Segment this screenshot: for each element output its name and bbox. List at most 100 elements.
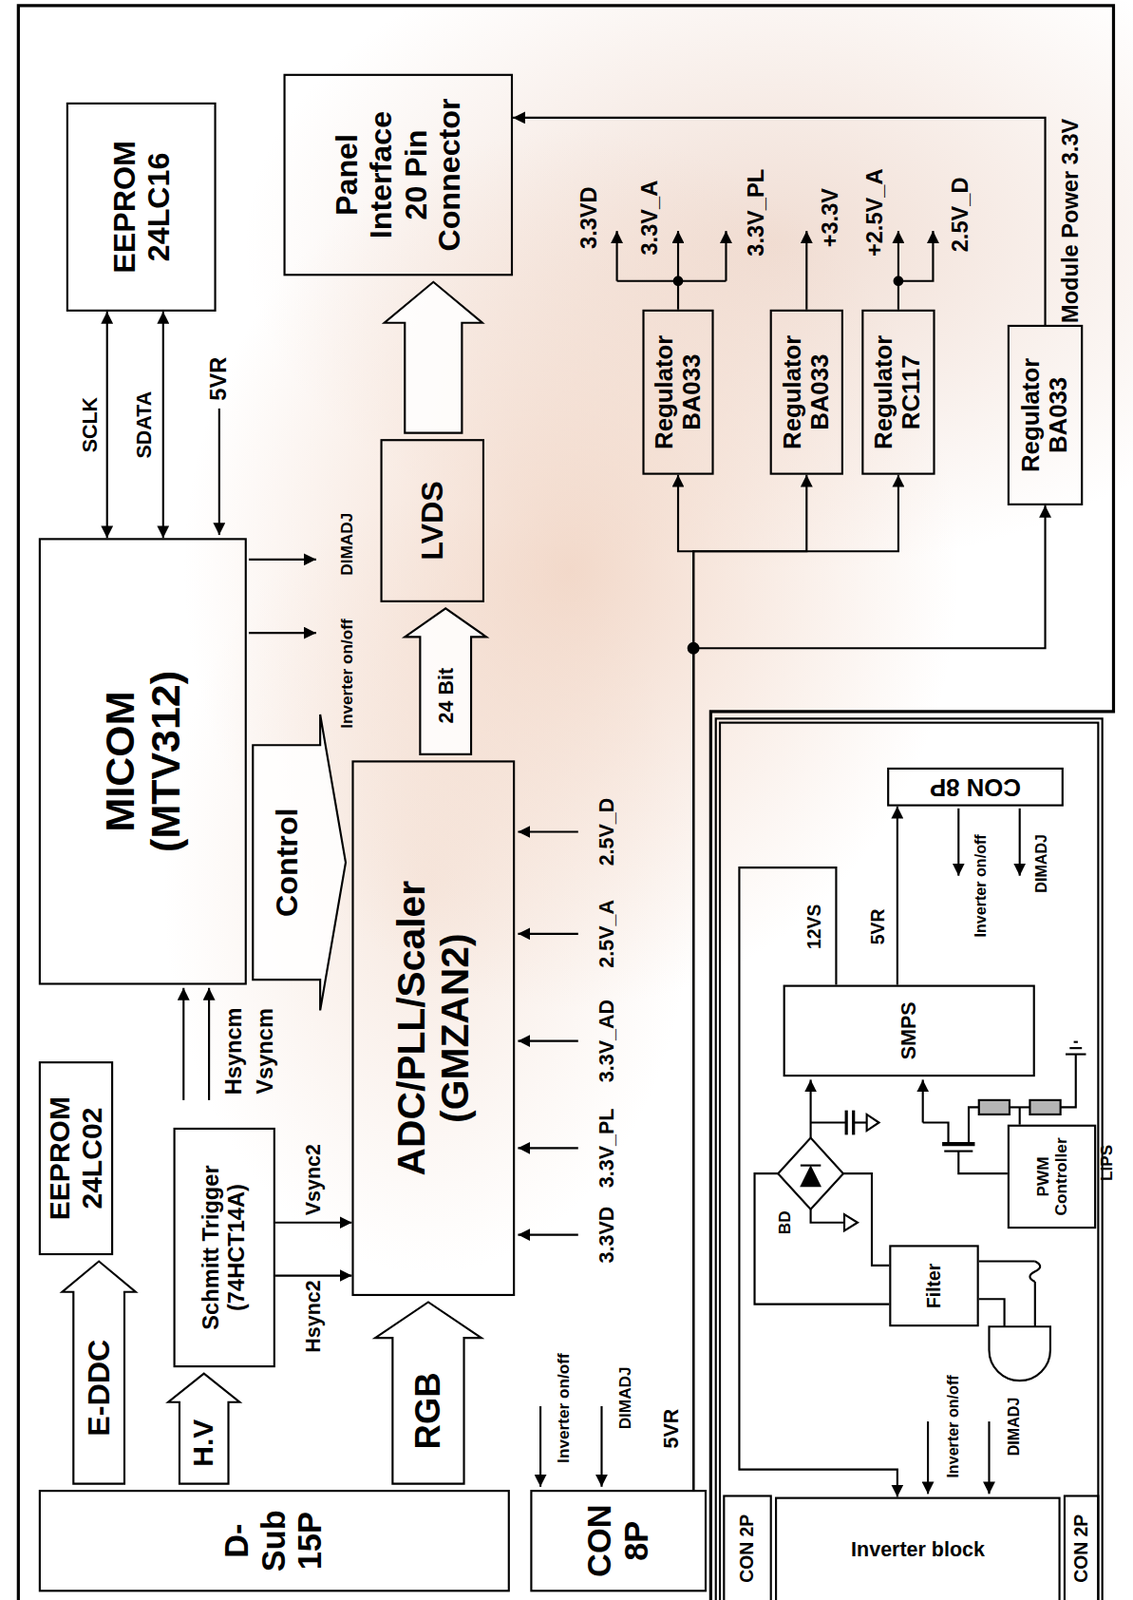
box-text: EEPROM 24LC16 (107, 109, 176, 304)
pwm-box: PWM Controller (1007, 1124, 1096, 1229)
connector-box: D-Sub 15P (38, 1489, 510, 1591)
box-text: CON 2P (1071, 1513, 1093, 1583)
capacitor-symbol (845, 1110, 849, 1135)
box-text: PWM Controller (1033, 1133, 1070, 1219)
block-arrow (404, 607, 487, 755)
capacitor-wire (853, 1120, 868, 1123)
ac-wire (1034, 1281, 1037, 1326)
ac-wire (843, 1172, 889, 1266)
scaler-box: ADC/PLL/Scaler (GMZAN2) (351, 759, 515, 1296)
box-text: SMPS (897, 1000, 921, 1059)
box-text: CON 8P (929, 773, 1021, 801)
regulator-box: Regulator BA033 (642, 309, 714, 475)
signal-label: Inverter on/off (338, 618, 357, 728)
signal-label: 2.5V_D (947, 177, 973, 253)
signal-label: 3.3V_A (638, 180, 663, 256)
panel-connector-box: Panel Interface 20 Pin Connector (283, 74, 513, 277)
ac-wire (979, 1259, 1036, 1262)
power-arrow (517, 1039, 578, 1042)
ac-wire (979, 1298, 1005, 1326)
signal-label: 2.5V_A (595, 899, 619, 968)
signal-arrow (248, 631, 317, 634)
power-arrow (897, 230, 900, 310)
box-text: Filter (924, 1263, 945, 1308)
resistor-symbol (1029, 1099, 1060, 1115)
connector-wire (106, 311, 109, 538)
fuse-symbol (1029, 1261, 1040, 1282)
box-text: CON 2P (736, 1513, 758, 1583)
ground-symbol (1074, 1040, 1078, 1043)
box-text: Regulator BA033 (650, 316, 706, 468)
edge-label: SDATA (132, 391, 156, 459)
power-arrow (898, 230, 934, 282)
ground-wire (811, 1208, 845, 1223)
connector-wire (693, 474, 899, 1490)
ground-symbol (1065, 1052, 1086, 1055)
transistor-symbol (942, 1141, 975, 1146)
power-arrow (517, 932, 578, 935)
edge-label: Module Power 3.3V (1057, 118, 1083, 323)
signal-label: Inverter on/off (944, 1374, 963, 1477)
frame-outline (18, 5, 1114, 1600)
connector-box: CON 2P (722, 1493, 773, 1600)
signal-label: BD (775, 1209, 794, 1234)
power-arrow (616, 230, 619, 282)
signal-label: DIMADJ (1005, 1397, 1023, 1456)
box-text: Panel Interface 20 Pin Connector (329, 93, 467, 257)
lvds-box: LVDS (379, 438, 485, 603)
signal-label: 5VR (660, 1408, 683, 1449)
ground-symbol (844, 1213, 858, 1230)
box-text: ADC/PLL/Scaler (GMZAN2) (390, 854, 477, 1202)
filter-box: Filter (888, 1244, 979, 1326)
smps-box: SMPS (783, 984, 1036, 1077)
block-arrow (252, 714, 346, 1010)
signal-label: 3.3VD (595, 1206, 619, 1264)
signal-arrow (1019, 808, 1021, 876)
signal-arrow (539, 1405, 542, 1487)
power-arrow (677, 230, 680, 310)
power-arrow (517, 1146, 578, 1149)
signal-arrow (182, 987, 185, 1100)
block-arrow (61, 1261, 135, 1484)
signal-label: +2.5V_A (862, 168, 888, 257)
signal-label: Inverter on/off (554, 1352, 573, 1462)
edge-label: Control (269, 807, 303, 917)
gate-wire (958, 1151, 1008, 1174)
ac-wire (755, 1172, 890, 1303)
power-arrow (805, 230, 808, 310)
junction-dot (894, 276, 904, 285)
signal-label: 3.3V_PL (744, 169, 770, 257)
box-text: D-Sub 15P (219, 1496, 329, 1585)
box-text: Schmitt Trigger (74HCT14A) (199, 1133, 250, 1360)
signal-label: DIMADJ (338, 512, 357, 576)
eeprom-box: EEPROM 24LC16 (66, 102, 217, 312)
signal-label: Hsyncm (222, 1006, 247, 1095)
block-arrow (375, 1301, 482, 1483)
signal-label: 5VR (207, 357, 232, 401)
block-arrow (168, 1373, 240, 1484)
edge-label: SCLK (78, 396, 102, 453)
signal-arrow (926, 1420, 929, 1493)
power-arrow (517, 830, 578, 832)
box-text: Regulator BA033 (778, 316, 834, 468)
diode-symbol (801, 1167, 820, 1186)
dc-wire (922, 1078, 925, 1122)
connector-wire (693, 505, 1045, 1490)
signal-label: Vsyncm (252, 1007, 278, 1095)
junction-dot (674, 276, 683, 285)
box-text: LVDS (415, 480, 450, 561)
signal-label: Inverter on/off (972, 833, 990, 937)
feedback-wire (1019, 1106, 1021, 1124)
connector-wire (512, 117, 1045, 325)
inverter-box: Inverter block (774, 1496, 1061, 1600)
box-text: Regulator RC117 (870, 316, 926, 468)
edge-label: Hsync2 (302, 1279, 325, 1352)
ground-symbol (1069, 1046, 1082, 1049)
edge-label: RGB (409, 1371, 448, 1449)
signal-label: DIMADJ (1033, 833, 1051, 893)
ground-wire (1060, 1054, 1077, 1108)
signal-label: DIMADJ (616, 1365, 635, 1429)
signal-label: 3.3V_PL (595, 1108, 619, 1189)
edge-label: H.V (188, 1418, 220, 1467)
